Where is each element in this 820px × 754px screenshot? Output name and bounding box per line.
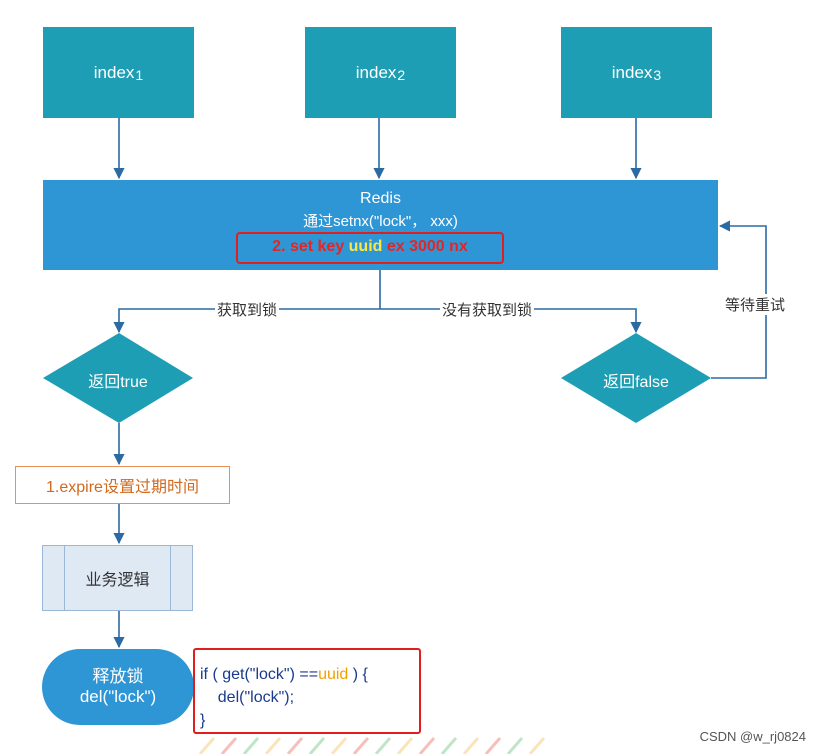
- release-lock-box: 释放锁 del("lock"): [42, 649, 194, 725]
- expire-step-box: 1.expire设置过期时间: [15, 466, 230, 504]
- code-line-1: if ( get("lock") ==uuid ) {: [200, 666, 368, 684]
- code-line-1-prefix: if ( get("lock") ==: [200, 666, 319, 683]
- edge-label-got-lock: 获取到锁: [215, 299, 280, 320]
- edge-label-no-lock: 没有获取到锁: [440, 299, 535, 320]
- redis-setnx-text: 通过setnx("lock"， xxx): [303, 213, 458, 230]
- index-3-number: 3: [653, 66, 662, 83]
- index-2-number: 2: [397, 66, 406, 83]
- index-3-label: index: [611, 62, 653, 82]
- business-logic-box: 业务逻辑: [42, 545, 193, 611]
- code-snippet-box: if ( get("lock") ==uuid ) { del("lock");…: [193, 648, 421, 734]
- process-right-bar: [170, 546, 171, 610]
- redis-command-highlight-frame: 2. set key uuid ex 3000 nx: [236, 232, 504, 264]
- index-2-label: index: [355, 62, 397, 82]
- code-line-3: }: [200, 712, 206, 729]
- redis-command-suffix: ex 3000 nx: [382, 238, 468, 255]
- release-lock-command: del("lock"): [79, 687, 157, 706]
- redis-box: Redis 通过setnx("lock"， xxx) 2. set key uu…: [43, 180, 718, 270]
- index-1-label: index: [93, 62, 135, 82]
- code-line-1-suffix: ) {: [348, 666, 368, 683]
- redis-title: Redis: [360, 190, 401, 207]
- decision-false-diamond: [561, 333, 711, 423]
- decision-true-diamond: [43, 333, 193, 423]
- bottom-stripes: [198, 737, 546, 754]
- edge-label-wait-retry: 等待重试: [723, 294, 788, 315]
- code-line-1-uuid: uuid: [318, 666, 349, 683]
- index-1-number: 1: [135, 66, 144, 83]
- watermark: CSDN @w_rj0824: [699, 729, 806, 744]
- decision-false-text: 返回false: [603, 374, 669, 391]
- redis-command-prefix: 2. set key: [272, 238, 349, 255]
- arrow-got-lock: [113, 308, 380, 334]
- process-left-bar: [64, 546, 65, 610]
- decision-true-text: 返回true: [88, 374, 148, 391]
- release-lock-title: 释放锁: [92, 667, 144, 686]
- expire-step-text: 1.expire设置过期时间: [46, 479, 199, 496]
- redis-command: 2. set key uuid ex 3000 nx: [238, 238, 502, 256]
- business-logic-text: 业务逻辑: [85, 572, 150, 589]
- redis-command-uuid: uuid: [348, 238, 383, 255]
- code-line-2: del("lock");: [200, 689, 295, 706]
